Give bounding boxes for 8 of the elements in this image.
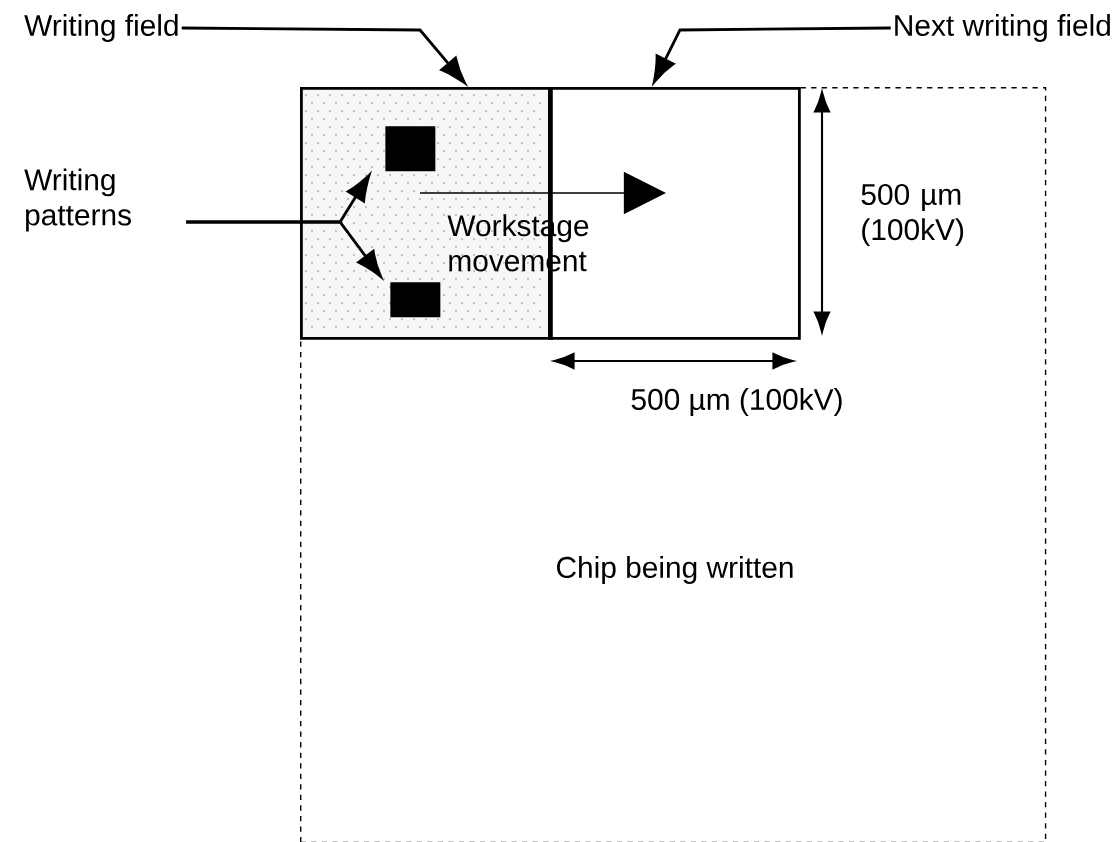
pattern-square	[390, 282, 441, 318]
dimension-label: 500 µm (100kV)	[861, 183, 964, 247]
callout-label: Writing field	[24, 14, 178, 42]
callout-label: Writing patterns	[24, 168, 131, 232]
dimension-label: 500 µm (100kV)	[631, 388, 842, 416]
leader-line	[652, 26, 891, 84]
callout-label: Next writing field	[895, 14, 1110, 42]
pattern-square	[385, 126, 436, 172]
